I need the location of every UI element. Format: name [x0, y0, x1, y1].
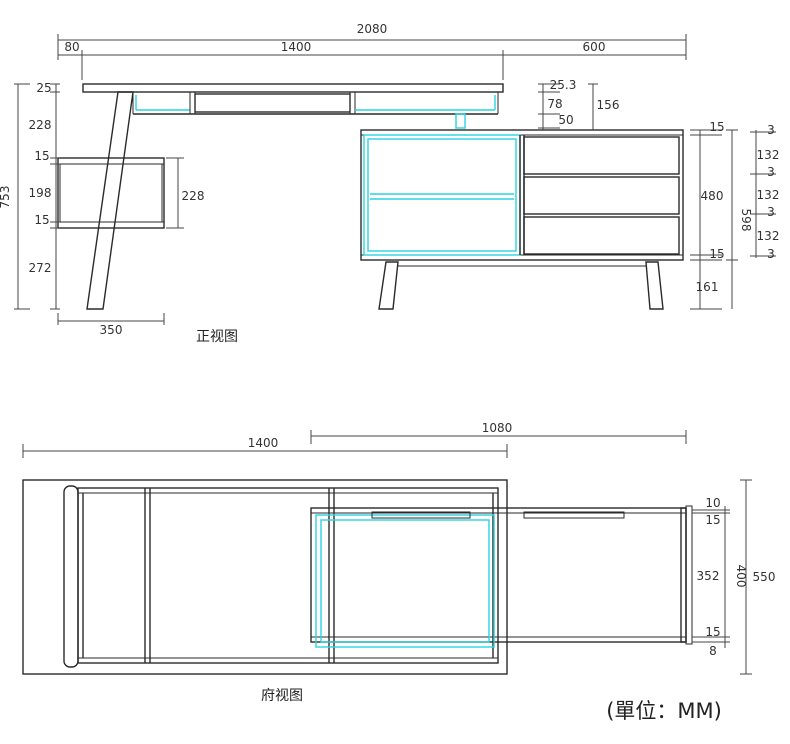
front-middle-dimensions: 25.3 78 50 156: [538, 78, 619, 130]
dim-cab-body: 480: [701, 189, 724, 203]
dim-desk-width: 1400: [281, 40, 312, 54]
desk-leg-plan: [63, 485, 79, 668]
cabinet-drawer-2: [523, 176, 680, 215]
top-view-caption: 府视图: [261, 688, 303, 704]
dim-top-thickness: 25: [36, 81, 51, 95]
cabinet-drawer-3: [523, 216, 680, 255]
dim-shelf-gap: 198: [29, 186, 52, 200]
dim-cab-total: 598: [739, 209, 753, 232]
desk-top: [82, 83, 504, 129]
dim-shelf-width: 350: [100, 323, 123, 337]
top-view: 1400 1080: [22, 421, 776, 704]
dim-shelf-bottom: 15: [34, 213, 49, 227]
dim-leg-to-shelf: 228: [29, 118, 52, 132]
cabinet: [360, 129, 684, 310]
desk-leg: [86, 91, 134, 310]
dim-left-offset: 80: [64, 40, 79, 54]
dim-drawer-sp-1: 3: [767, 123, 775, 137]
dim-shelf-top: 15: [34, 149, 49, 163]
dim-cabinet-extent: 1080: [482, 421, 513, 435]
cabinet-leg-left: [378, 261, 399, 310]
dim-shelf-box-height: 228: [182, 189, 205, 203]
side-shelf: [57, 157, 165, 229]
unit-label: (單位：MM): [606, 699, 722, 723]
front-right-dimensions: 15 480 15 161 598 3 132 3 132 3 132 3: [690, 120, 780, 310]
front-left-dimensions: 753 25 228 15 198 15 272 228 350: [0, 81, 204, 337]
desk-drawer: [194, 93, 351, 113]
dim-cab-legs: 161: [696, 280, 719, 294]
dim-shelf-to-floor: 272: [29, 261, 52, 275]
dim-cab-gap: 50: [558, 113, 573, 127]
cabinet-plan: [310, 505, 693, 648]
dim-drawer-h-3: 132: [757, 229, 780, 243]
top-view-top-dimensions: 1400 1080: [22, 421, 687, 458]
dim-top-desk-width: 1400: [248, 436, 279, 450]
dim-drawer-gap: 25.3: [550, 78, 577, 92]
front-view: 2080 80 1400 600: [0, 22, 779, 345]
dim-edge-top: 10: [705, 496, 720, 510]
dim-drawer-sp-4: 3: [767, 247, 775, 261]
dim-drawer-sp-3: 3: [767, 205, 775, 219]
dim-panel-bottom: 15: [705, 625, 720, 639]
dim-edge-bottom: 8: [709, 644, 717, 658]
cabinet-drawer-1: [523, 136, 680, 175]
top-view-right-dimensions: 10 15 352 15 8 400 550: [692, 479, 776, 675]
dim-desk-depth: 550: [753, 570, 776, 584]
dim-drawer-h-2: 132: [757, 188, 780, 202]
dim-panel-top: 15: [705, 513, 720, 527]
cabinet-leg-right: [645, 261, 664, 310]
dim-inner-depth: 352: [697, 569, 720, 583]
dim-cab-bottom: 15: [709, 247, 724, 261]
dim-desk-to-cab: 156: [597, 98, 620, 112]
dim-total-width: 2080: [357, 22, 388, 36]
desk-plan: [22, 479, 508, 675]
dim-cabinet-width: 600: [583, 40, 606, 54]
dim-drawer-h-1: 132: [757, 148, 780, 162]
front-top-dimensions: 2080 80 1400 600: [57, 22, 687, 80]
dim-total-height: 753: [0, 186, 12, 209]
dim-drawer-height: 78: [547, 97, 562, 111]
dim-drawer-sp-2: 3: [767, 165, 775, 179]
front-view-caption: 正视图: [196, 329, 238, 345]
runner-block: [455, 113, 466, 129]
dim-cabinet-depth: 400: [734, 565, 748, 588]
dim-cab-top: 15: [709, 120, 724, 134]
